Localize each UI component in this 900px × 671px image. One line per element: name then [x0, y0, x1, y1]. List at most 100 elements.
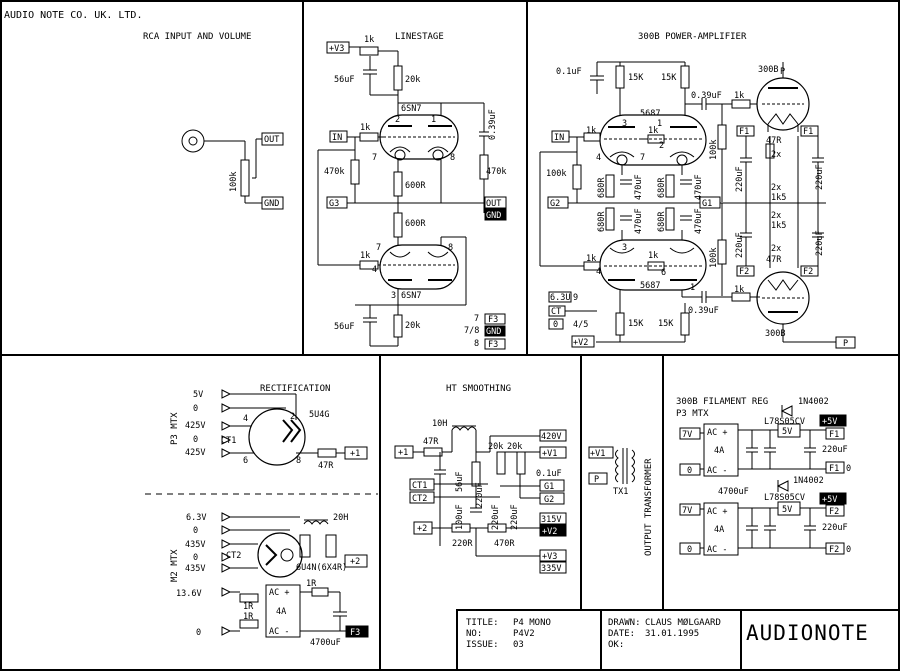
title-value: P4 MONO: [513, 618, 551, 628]
svg-text:F2: F2: [739, 267, 749, 277]
svg-text:220uF: 220uF: [735, 166, 745, 192]
output-transformer: +V1 P TX1: [588, 446, 635, 497]
svg-text:15K: 15K: [661, 73, 677, 83]
svg-text:220uF: 220uF: [510, 504, 520, 530]
svg-text:7/8: 7/8: [464, 326, 479, 336]
svg-text:315V: 315V: [541, 515, 561, 525]
svg-text:220uF: 220uF: [822, 445, 848, 455]
svg-text:F1: F1: [803, 127, 813, 137]
svg-text:100uF: 100uF: [455, 504, 465, 530]
svg-text:435V: 435V: [185, 540, 205, 550]
tube-5687-upper: [599, 114, 707, 166]
rca-input: 100k OUT GND: [181, 129, 284, 210]
linestage: +V3 1k 56uF 20k 6SN7 2 1 IN 1k 7: [317, 35, 507, 350]
svg-text:1k: 1k: [360, 123, 370, 133]
svg-text:TX1: TX1: [613, 487, 628, 497]
rca-jack-icon: [181, 129, 205, 153]
svg-text:G2: G2: [544, 495, 554, 505]
svg-text:4: 4: [243, 414, 248, 424]
svg-text:1: 1: [657, 119, 662, 129]
section-title-power-amp: 300B POWER-AMPLIFIER: [638, 32, 747, 42]
svg-text:4A: 4A: [276, 607, 286, 617]
rca-out-label: OUT: [264, 135, 279, 145]
svg-text:L78S05CV: L78S05CV: [764, 417, 805, 427]
svg-text:10H: 10H: [432, 419, 447, 429]
svg-text:AC +: AC +: [707, 428, 727, 438]
svg-text:4A: 4A: [714, 525, 724, 535]
svg-text:1: 1: [431, 115, 436, 125]
drawing-number: P4V2: [513, 629, 535, 639]
svg-text:100k: 100k: [546, 169, 566, 179]
svg-text:220uF: 220uF: [475, 482, 485, 508]
drawn-by: CLAUS MØLGAARD: [645, 617, 721, 628]
svg-text:47R: 47R: [318, 461, 334, 471]
svg-text:7: 7: [640, 153, 645, 163]
svg-text:0.39uF: 0.39uF: [488, 109, 498, 140]
svg-text:1k: 1k: [734, 91, 744, 101]
svg-text:4: 4: [596, 267, 601, 277]
svg-text:F3: F3: [488, 340, 498, 350]
section-title-linestage: LINESTAGE: [395, 32, 444, 42]
svg-text:1N4002: 1N4002: [793, 476, 824, 486]
svg-text:1R: 1R: [243, 602, 254, 612]
svg-text:F3: F3: [350, 628, 360, 638]
section-title-filament-reg: 300B FILAMENT REG: [676, 397, 768, 407]
svg-text:680R: 680R: [657, 211, 667, 232]
pot-label: 100k: [229, 172, 239, 192]
svg-text:OK:: OK:: [608, 640, 624, 650]
svg-text:6: 6: [243, 456, 248, 466]
svg-text:1N4002: 1N4002: [798, 397, 829, 407]
rectification: P3 MTX 5V 0 425V 0 425V 5U4G CT1 2 4 6 8…: [170, 389, 369, 648]
svg-text:220uF: 220uF: [815, 230, 825, 256]
svg-text:2x: 2x: [771, 244, 781, 254]
svg-text:2: 2: [290, 412, 295, 422]
title-label: TITLE:: [466, 618, 499, 628]
svg-text:1k5: 1k5: [771, 193, 786, 203]
svg-text:M2 MTX: M2 MTX: [170, 549, 180, 582]
svg-text:GND: GND: [486, 211, 501, 221]
cap-56uf-top: 56uF: [334, 75, 354, 85]
r20k-top: 20k: [405, 75, 420, 85]
svg-text:0.1uF: 0.1uF: [556, 67, 582, 77]
svg-text:ISSUE:: ISSUE:: [466, 640, 499, 650]
svg-text:470uF: 470uF: [694, 174, 704, 200]
svg-text:470uF: 470uF: [694, 208, 704, 234]
section-title-ht-smoothing: HT SMOOTHING: [446, 384, 511, 394]
svg-text:+V1: +V1: [590, 449, 605, 459]
section-title-rca: RCA INPUT AND VOLUME: [143, 32, 251, 42]
bridge-rectifier-1: [265, 584, 301, 638]
svg-text:8: 8: [296, 456, 301, 466]
svg-text:5687: 5687: [640, 281, 660, 291]
svg-text:F1: F1: [829, 430, 839, 440]
svg-text:0: 0: [846, 545, 851, 555]
svg-text:P3 MTX: P3 MTX: [676, 409, 709, 419]
svg-text:DATE:: DATE:: [608, 629, 635, 639]
section-title-rectification: RECTIFICATION: [260, 384, 330, 394]
svg-text:47R: 47R: [766, 255, 782, 265]
svg-text:100k: 100k: [709, 140, 719, 160]
svg-text:+2: +2: [417, 524, 427, 534]
title-block: TITLE: P4 MONO NO: P4V2 ISSUE: 03 DRAWN:…: [456, 609, 900, 671]
svg-text:470R: 470R: [494, 539, 515, 549]
tube-6u4n: [257, 532, 303, 578]
svg-text:20H: 20H: [333, 513, 348, 523]
svg-text:5687: 5687: [640, 109, 660, 119]
svg-text:56uF: 56uF: [455, 472, 465, 492]
svg-text:15K: 15K: [658, 319, 674, 329]
svg-text:F2: F2: [803, 267, 813, 277]
svg-text:4700uF: 4700uF: [718, 487, 749, 497]
svg-text:600R: 600R: [405, 219, 426, 229]
svg-text:1: 1: [690, 283, 695, 293]
svg-text:220uF: 220uF: [822, 523, 848, 533]
svg-text:220uF: 220uF: [491, 504, 501, 530]
svg-text:+V3: +V3: [542, 552, 557, 562]
bridge-rectifier-3: [703, 502, 739, 556]
svg-text:600R: 600R: [405, 181, 426, 191]
svg-text:0.1uF: 0.1uF: [536, 469, 562, 479]
svg-text:8: 8: [450, 153, 455, 163]
svg-text:AC +: AC +: [707, 507, 727, 517]
svg-text:+2: +2: [350, 557, 360, 567]
svg-text:AC -: AC -: [707, 466, 727, 476]
